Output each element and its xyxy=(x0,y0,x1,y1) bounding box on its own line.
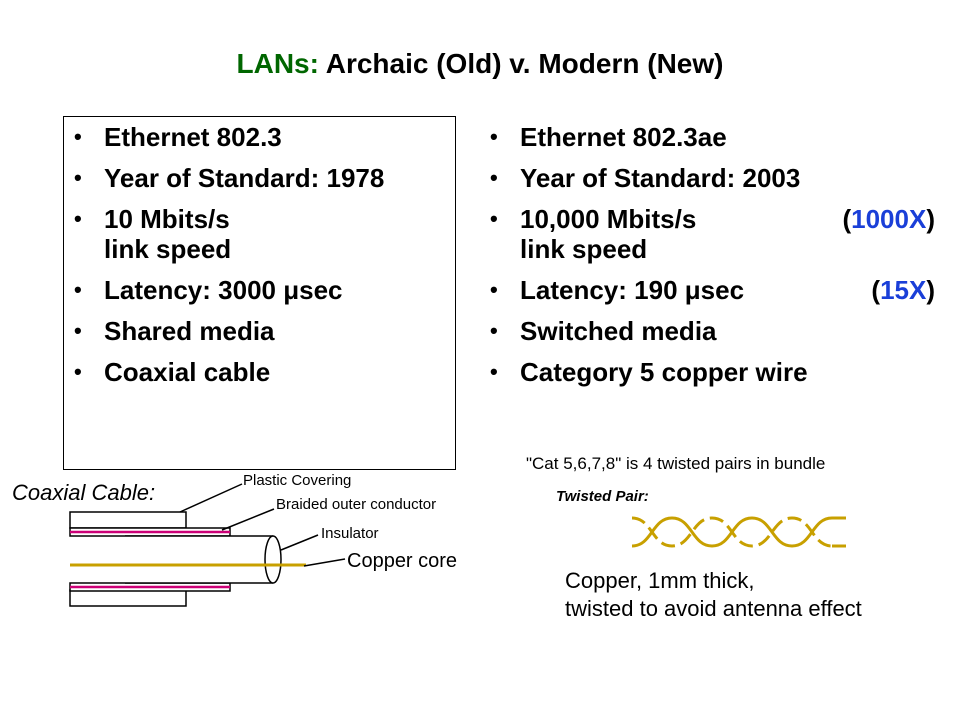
coax-outer-covering-bottom xyxy=(69,589,187,607)
title-rest: Archaic (Old) v. Modern (New) xyxy=(325,48,724,79)
coax-label: Coaxial Cable: xyxy=(12,480,156,505)
bullet-icon: • xyxy=(490,318,498,343)
list-item: •Ethernet 802.3 xyxy=(74,122,282,152)
bullet-icon: • xyxy=(74,359,82,384)
braided-conductor-label: Braided outer conductor xyxy=(276,496,437,513)
list-item: •Category 5 copper wire xyxy=(490,357,808,387)
twisted-pair-label: Twisted Pair: xyxy=(556,488,649,505)
bullet-icon: • xyxy=(490,359,498,384)
insulator-label: Insulator xyxy=(321,525,379,542)
coax-insulator xyxy=(125,536,273,583)
list-item: •Shared media xyxy=(74,316,275,346)
list-item: •Year of Standard: 1978 xyxy=(74,163,385,193)
list-item: •Ethernet 802.3ae xyxy=(490,122,727,152)
bullet-icon: • xyxy=(74,206,82,231)
slide-title: LANs: Archaic (Old) v. Modern (New) xyxy=(0,48,960,80)
list-item: • 10,000 Mbits/s(1000X) link speed xyxy=(490,204,935,264)
title-highlight: LANs: xyxy=(236,48,319,79)
bullet-icon: • xyxy=(74,318,82,343)
list-item: • Latency: 190 μsec(15X) xyxy=(490,275,935,305)
left-column-box xyxy=(63,116,456,470)
left-bullet-list: •Ethernet 802.3 •Year of Standard: 1978 … xyxy=(74,122,454,398)
twisted-pair-diagram xyxy=(631,516,846,548)
list-item: •Coaxial cable xyxy=(74,357,271,387)
bullet-icon: • xyxy=(74,124,82,149)
bullet-icon: • xyxy=(74,165,82,190)
twisted-pair-description: Copper, 1mm thick, twisted to avoid ante… xyxy=(565,568,862,621)
bullet-icon: • xyxy=(490,165,498,190)
copper-core-label: Copper core xyxy=(347,550,458,572)
cat-cable-note: "Cat 5,6,7,8" is 4 twisted pairs in bund… xyxy=(526,454,826,473)
list-item: •Switched media xyxy=(490,316,717,346)
coax-outer-covering-top xyxy=(69,511,187,529)
bullet-icon: • xyxy=(490,206,498,231)
coax-insulator-end xyxy=(264,535,282,584)
list-item: •Latency: 3000 μsec xyxy=(74,275,343,305)
bullet-icon: • xyxy=(74,277,82,302)
bullet-icon: • xyxy=(490,124,498,149)
speedup-ratio: (1000X) xyxy=(842,204,935,234)
latency-ratio: (15X) xyxy=(871,275,935,305)
bullet-icon: • xyxy=(490,277,498,302)
plastic-covering-label: Plastic Covering xyxy=(243,472,352,489)
list-item: •Year of Standard: 2003 xyxy=(490,163,801,193)
coax-diagram xyxy=(69,483,346,607)
right-bullet-list: •Ethernet 802.3ae •Year of Standard: 200… xyxy=(490,122,935,398)
